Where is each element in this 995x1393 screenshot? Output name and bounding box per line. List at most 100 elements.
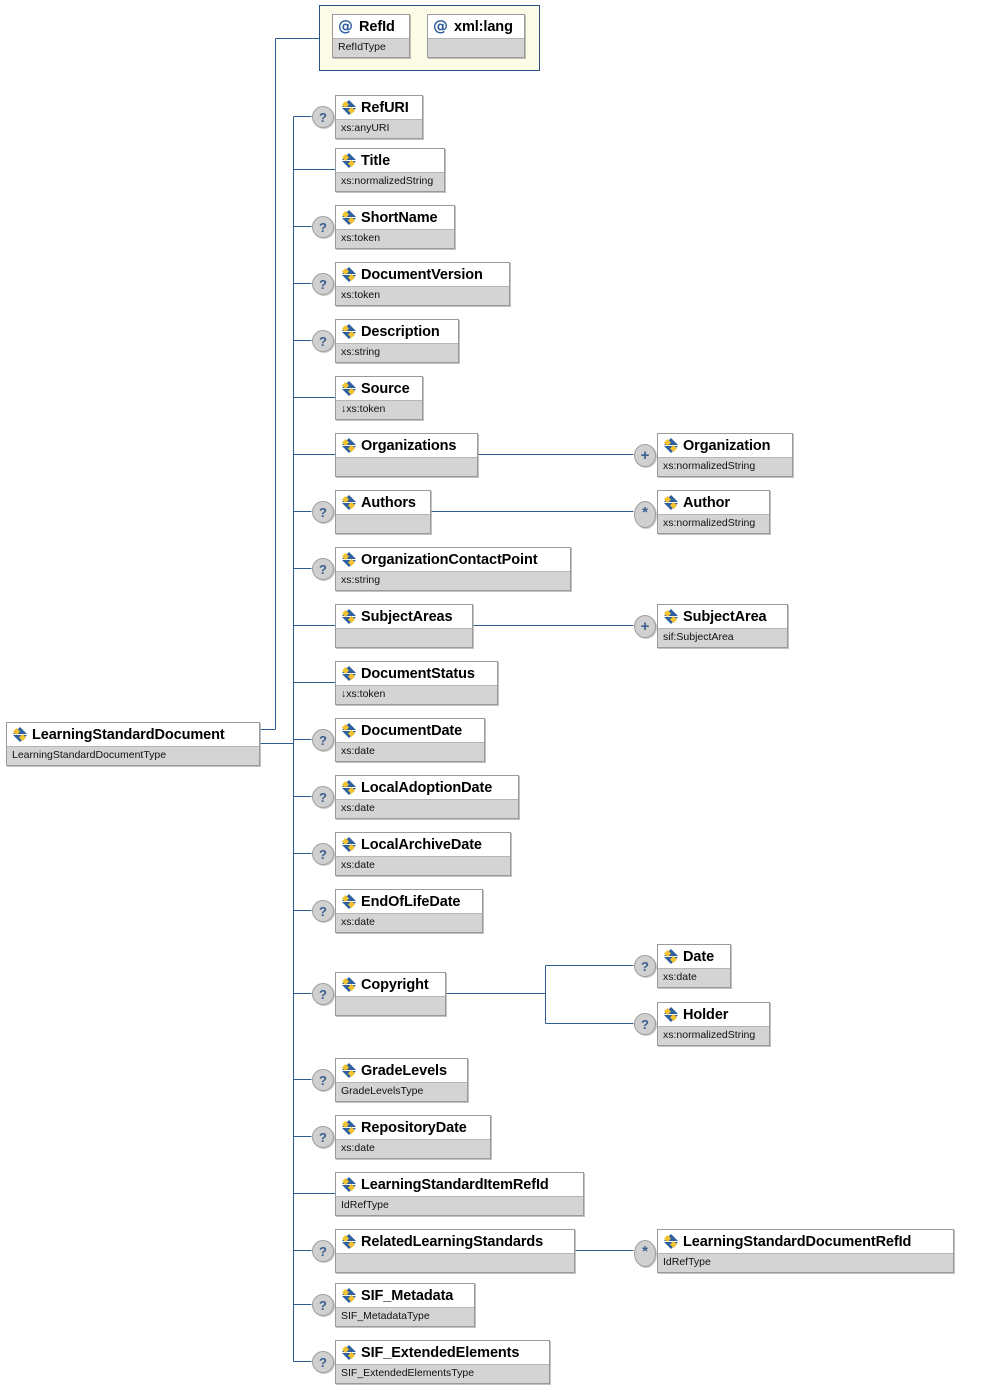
node-label: LocalArchiveDate (361, 836, 482, 853)
element-icon (341, 324, 356, 339)
node-type: GradeLevelsType (336, 1082, 467, 1101)
element-node-organizations[interactable]: Organizations (335, 433, 478, 477)
occurrence-badge-authors[interactable]: ? (312, 501, 334, 523)
element-icon (341, 666, 356, 681)
occurrence-badge-localadoptiondate[interactable]: ? (312, 786, 334, 808)
element-icon (341, 723, 356, 738)
node-header: LearningStandardItemRefId (336, 1173, 583, 1196)
node-header: @xml:lang (428, 15, 524, 38)
node-label: GradeLevels (361, 1062, 447, 1079)
occurrence-badge-learningstandarddocumentrefid[interactable]: * (634, 1240, 656, 1267)
node-header: GradeLevels (336, 1059, 467, 1082)
element-icon (341, 894, 356, 909)
node-header: OrganizationContactPoint (336, 548, 570, 571)
occurrence-badge-holder[interactable]: ? (634, 1013, 656, 1035)
occurrence-badge-date[interactable]: ? (634, 955, 656, 977)
element-icon (341, 780, 356, 795)
node-label: Authors (361, 494, 416, 511)
node-label: Source (361, 380, 410, 397)
node-header: Author (658, 491, 769, 514)
occurrence-badge-copyright[interactable]: ? (312, 983, 334, 1005)
node-type (336, 996, 445, 1015)
occurrence-badge-organizationcontactpoint[interactable]: ? (312, 558, 334, 580)
element-icon (663, 495, 678, 510)
node-header: EndOfLifeDate (336, 890, 482, 913)
element-node-documentstatus[interactable]: DocumentStatus↓xs:token (335, 661, 498, 705)
occurrence-badge-repositorydate[interactable]: ? (312, 1126, 334, 1148)
element-icon (663, 1234, 678, 1249)
node-type: SIF_ExtendedElementsType (336, 1364, 549, 1383)
element-node-authors[interactable]: Authors (335, 490, 431, 534)
occurrence-badge-relatedlearningstandards[interactable]: ? (312, 1240, 334, 1262)
element-node-relatedlearningstandards[interactable]: RelatedLearningStandards (335, 1229, 575, 1273)
node-label: RepositoryDate (361, 1119, 467, 1136)
node-header: LocalArchiveDate (336, 833, 510, 856)
node-label: LearningStandardDocument (32, 726, 225, 743)
occurrence-badge-description[interactable]: ? (312, 330, 334, 352)
node-header: SubjectArea (658, 605, 787, 628)
occurrence-badge-subjectarea[interactable]: + (634, 615, 656, 638)
node-type (336, 457, 477, 476)
element-icon (341, 495, 356, 510)
node-type: xs:date (336, 913, 482, 932)
node-label: RelatedLearningStandards (361, 1233, 544, 1250)
occurrence-badge-endoflifedate[interactable]: ? (312, 900, 334, 922)
node-label: Organizations (361, 437, 457, 454)
node-header: @RefId (333, 15, 409, 38)
attribute-node-xml-lang[interactable]: @xml:lang (427, 14, 525, 58)
occurrence-badge-shortname[interactable]: ? (312, 216, 334, 238)
occurrence-badge-gradelevels[interactable]: ? (312, 1069, 334, 1091)
node-type: xs:string (336, 343, 458, 362)
node-type (336, 628, 472, 647)
element-node-source[interactable]: Source ↓xs:token (335, 376, 423, 420)
node-label: SubjectAreas (361, 608, 453, 625)
element-icon (341, 609, 356, 624)
node-type: xs:date (336, 856, 510, 875)
node-type (336, 514, 430, 533)
node-header: SIF_Metadata (336, 1284, 474, 1307)
node-label: SIF_Metadata (361, 1287, 454, 1304)
node-header: SIF_ExtendedElements (336, 1341, 549, 1364)
occurrence-badge-localarchivedate[interactable]: ? (312, 843, 334, 865)
occurrence-badge-author[interactable]: * (634, 501, 656, 528)
occurrence-badge-sif_extendedelements[interactable]: ? (312, 1351, 334, 1373)
node-label: Organization (683, 437, 771, 454)
node-header: Authors (336, 491, 430, 514)
occurrence-badge-organization[interactable]: + (634, 444, 656, 467)
element-node-copyright[interactable]: Copyright (335, 972, 446, 1016)
element-node-subjectareas[interactable]: SubjectAreas (335, 604, 473, 648)
node-type: ↓xs:token (336, 400, 422, 419)
node-type: ↓xs:token (336, 685, 497, 704)
element-node-localarchivedate[interactable]: LocalArchiveDate xs:date (335, 832, 511, 876)
element-icon (663, 438, 678, 453)
occurrence-badge-sif_metadata[interactable]: ? (312, 1294, 334, 1316)
node-type (428, 38, 524, 57)
node-type: IdRefType (336, 1196, 583, 1215)
occurrence-badge-documentdate[interactable]: ? (312, 729, 334, 751)
node-label: ShortName (361, 209, 438, 226)
occurrence-badge-documentversion[interactable]: ? (312, 273, 334, 295)
occurrence-badge-refuri[interactable]: ? (312, 106, 334, 128)
